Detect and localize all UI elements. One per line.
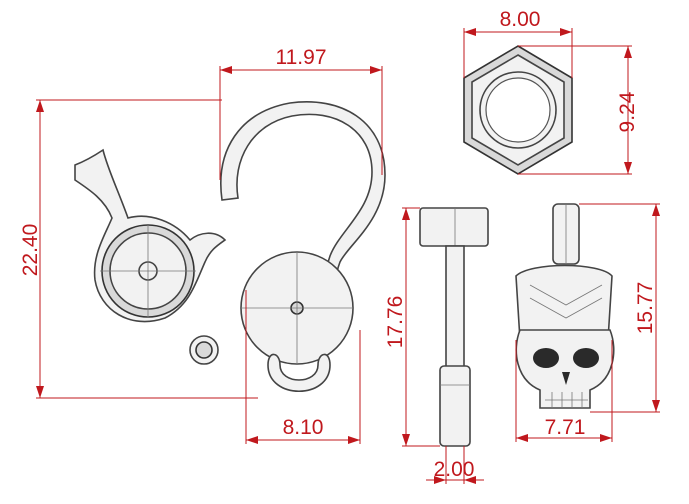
pin-height-label: 17.76 — [384, 296, 407, 349]
dimension-lines — [36, 28, 660, 484]
hook-width-label: 11.97 — [276, 46, 327, 69]
skull-width-label: 7.71 — [545, 416, 586, 439]
hook-part — [220, 101, 386, 393]
body-width-label: 8.10 — [283, 416, 324, 439]
hex-nut-part — [463, 45, 573, 175]
skull-height-label: 15.77 — [634, 282, 657, 335]
hex-height-label: 9.24 — [616, 91, 639, 132]
overall-height-label: 22.40 — [19, 224, 42, 277]
skull-pendant-part — [515, 203, 615, 409]
hinge-pin-part — [419, 207, 489, 447]
latch-arm-part — [74, 148, 227, 365]
pin-width-label: 2.00 — [434, 458, 475, 481]
hex-width-label: 8.00 — [500, 8, 541, 31]
